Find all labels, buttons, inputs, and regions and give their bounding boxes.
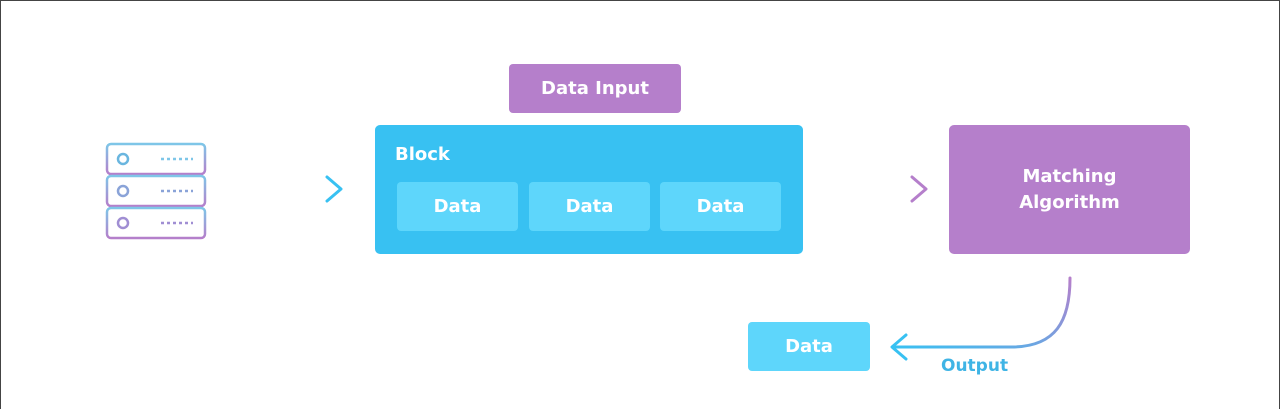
block-data-cell: Data (660, 182, 781, 231)
block-container: Block Data Data Data (375, 125, 803, 254)
output-arrow-icon (890, 276, 1072, 361)
block-data-cell: Data (397, 182, 518, 231)
output-label: Output (941, 356, 1009, 376)
arrow-right-icon (237, 175, 343, 203)
arrow-right-icon (822, 175, 928, 203)
block-data-cell: Data (529, 182, 650, 231)
matching-algorithm-box: Matching Algorithm (949, 125, 1190, 254)
output-data-box: Data (748, 322, 870, 371)
data-input-box: Data Input (509, 64, 681, 113)
server-stack-icon (105, 142, 207, 240)
block-title: Block (395, 144, 450, 165)
